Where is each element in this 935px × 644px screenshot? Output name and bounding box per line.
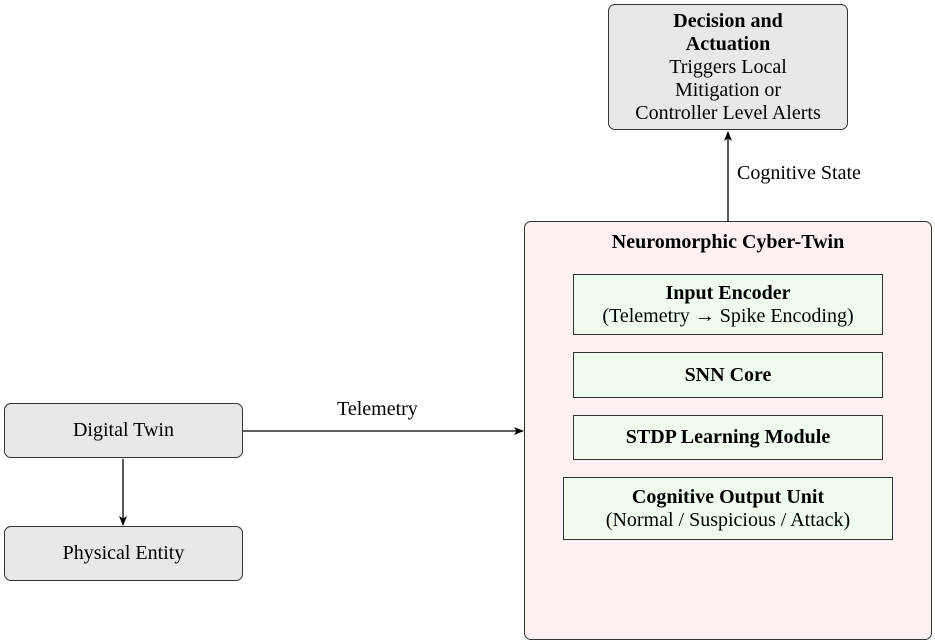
stdp-learning-node: STDP Learning Module xyxy=(573,415,883,460)
snn-core-node: SNN Core xyxy=(573,352,883,398)
container-title: Neuromorphic Cyber-Twin xyxy=(611,231,845,253)
cognitive-output-title: Cognitive Output Unit xyxy=(631,485,825,508)
cognitive-state-label: Cognitive State xyxy=(737,162,861,184)
decision-actuation-node: Decision and Actuation Triggers Local Mi… xyxy=(608,4,848,130)
decision-line3: Controller Level Alerts xyxy=(635,101,821,124)
stdp-title: STDP Learning Module xyxy=(625,426,831,448)
telemetry-label: Telemetry xyxy=(337,398,418,420)
cognitive-output-node: Cognitive Output Unit (Normal / Suspicio… xyxy=(563,477,893,540)
decision-title: Decision and xyxy=(673,9,783,32)
decision-line2: Mitigation or xyxy=(674,78,782,101)
cognitive-output-subtitle: (Normal / Suspicious / Attack) xyxy=(605,508,851,531)
input-encoder-title: Input Encoder xyxy=(665,281,791,304)
input-encoder-node: Input Encoder (Telemetry → Spike Encodin… xyxy=(573,274,883,335)
snn-core-title: SNN Core xyxy=(684,363,772,386)
input-encoder-subtitle: (Telemetry → Spike Encoding) xyxy=(602,304,854,327)
digital-twin-title: Digital Twin xyxy=(72,419,174,441)
physical-entity-node: Physical Entity xyxy=(4,526,243,581)
decision-line1: Triggers Local xyxy=(669,55,787,78)
physical-entity-title: Physical Entity xyxy=(62,542,185,564)
decision-title-line2: Actuation xyxy=(685,32,771,55)
digital-twin-node: Digital Twin xyxy=(4,403,243,458)
